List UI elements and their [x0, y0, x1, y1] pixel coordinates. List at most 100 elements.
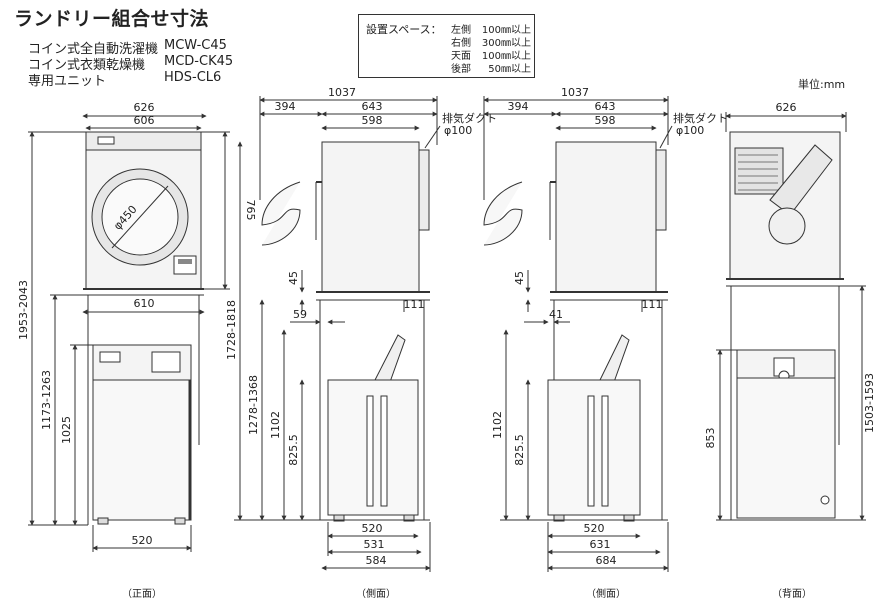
dim-1102: 1102 [269, 411, 282, 439]
side2-door-arc [483, 181, 523, 246]
dim-side2-111: 111 [642, 298, 663, 311]
space-value: 300㎜以上 [481, 38, 531, 49]
side1-dryer-back [418, 149, 430, 231]
dim-side2-825: 825.5 [513, 434, 526, 466]
back-view: 626 1503-1593 853 [704, 101, 876, 521]
front-washer-foot [174, 517, 186, 525]
dim-606: 606 [134, 114, 155, 127]
duct-diameter: φ100 [444, 124, 472, 137]
page-title: ランドリー組合せ寸法 [14, 8, 210, 30]
back-grille-lines [738, 154, 778, 191]
dim-1037: 1037 [328, 86, 356, 99]
front-dryer-top-panel [85, 131, 202, 151]
leader-duct [659, 125, 673, 149]
front-washer-control-panel [151, 351, 181, 373]
dim-side1-520: 520 [362, 522, 383, 535]
front-view: 626 606 610 520 765 1953-2043 1173-1263 … [17, 101, 257, 552]
dim-765: 765 [244, 200, 257, 221]
dim-back-626: 626 [776, 101, 797, 114]
dim-584: 584 [366, 554, 387, 567]
dim-631: 631 [590, 538, 611, 551]
dim-626: 626 [134, 101, 155, 114]
view-label-side1: （側面） [356, 589, 396, 600]
front-dryer-display [178, 259, 192, 264]
dim-side2-1102: 1102 [491, 411, 504, 439]
dim-1278: 1278-1368 [247, 375, 260, 435]
space-side: 天面 [451, 51, 471, 62]
model-name: 専用ユニット [28, 74, 107, 89]
dim-684: 684 [596, 554, 617, 567]
space-row-right: 右側 300㎜以上 [451, 34, 531, 49]
side2-washer-lid [599, 334, 630, 383]
back-duct-port [768, 207, 806, 245]
space-side: 左側 [451, 25, 471, 36]
view-label-front: （正面） [122, 589, 162, 600]
installation-space-title: 設置スペース： [366, 23, 442, 36]
space-side: 右側 [451, 38, 471, 49]
duct-diameter: φ100 [676, 124, 704, 137]
side1-washer-slot [380, 395, 388, 507]
dim-45: 45 [287, 271, 300, 285]
dim-520: 520 [132, 534, 153, 547]
dim-1025: 1025 [60, 416, 73, 444]
dim-side2-1037: 1037 [561, 86, 589, 99]
back-washer-body [736, 377, 836, 519]
view-label-back: （背面） [772, 589, 812, 600]
side2-foot [553, 514, 565, 522]
dim-side2-643: 643 [595, 100, 616, 113]
dim-side2-45: 45 [513, 271, 526, 285]
model-name: コイン式衣類乾燥機 [28, 58, 146, 73]
dim-825: 825.5 [287, 434, 300, 466]
side1-foot [333, 514, 345, 522]
dim-394: 394 [275, 100, 296, 113]
side2-foot [623, 514, 635, 522]
dim-111-group: 111 111 [403, 298, 663, 312]
side2-washer-slot [587, 395, 595, 507]
installation-space-box: 設置スペース： 左側 100㎜以上 右側 300㎜以上 天面 100㎜以上 後部 50㎜… [358, 14, 535, 78]
unit-label: 単位:mm [798, 78, 846, 91]
duct-label: 排気ダクト [673, 111, 728, 125]
view-label-side2: （側面） [586, 589, 626, 600]
side1-washer-lid [374, 334, 406, 383]
leader-450 [111, 185, 169, 249]
space-value: 100㎜以上 [481, 51, 531, 62]
back-exhaust-grille [734, 147, 784, 195]
side1-door-arc [261, 181, 301, 246]
model-code: MCW-C45 [164, 38, 227, 53]
dim-side2-520: 520 [584, 522, 605, 535]
dim-853: 853 [704, 428, 717, 449]
dim-1173: 1173-1263 [40, 370, 53, 430]
side2-washer-slot [601, 395, 609, 507]
dim-41: 41 [549, 308, 563, 321]
side1-washer-slot [366, 395, 374, 507]
side-view-1: 1037 394 643 598 排気ダクト φ100 1728-1818 12… [225, 86, 497, 572]
dim-1953: 1953-2043 [17, 280, 30, 340]
side2-dryer-body [555, 141, 657, 293]
space-value: 100㎜以上 [481, 25, 531, 36]
space-value: 50㎜以上 [488, 64, 531, 75]
side2-dryer-back [655, 149, 667, 231]
dim-1503: 1503-1593 [863, 373, 876, 433]
dim-1728: 1728-1818 [225, 300, 238, 360]
space-row-back: 後部 50㎜以上 [451, 60, 531, 75]
back-drain [820, 495, 830, 505]
dim-598: 598 [362, 114, 383, 127]
dim-59: 59 [293, 308, 307, 321]
model-code: MCD-CK45 [164, 54, 234, 69]
front-dryer-control-panel [173, 255, 197, 275]
side1-foot [403, 514, 415, 522]
space-row-left: 左側 100㎜以上 [451, 21, 531, 36]
model-code: HDS-CL6 [164, 70, 222, 85]
space-row-top: 天面 100㎜以上 [451, 47, 531, 62]
front-washer-foot [97, 517, 109, 525]
dim-side2-598: 598 [595, 114, 616, 127]
space-side: 後部 [451, 64, 471, 75]
dim-610: 610 [134, 297, 155, 310]
side1-dryer-body [321, 141, 420, 293]
front-washer-coin-box [99, 351, 121, 363]
side-view-2: 1037 394 643 598 排気ダクト φ100 1102 825.5 4… [483, 86, 728, 572]
model-name: コイン式全自動洗濯機 [28, 42, 159, 57]
leader-duct [424, 125, 441, 149]
front-coin-slot [97, 136, 115, 145]
